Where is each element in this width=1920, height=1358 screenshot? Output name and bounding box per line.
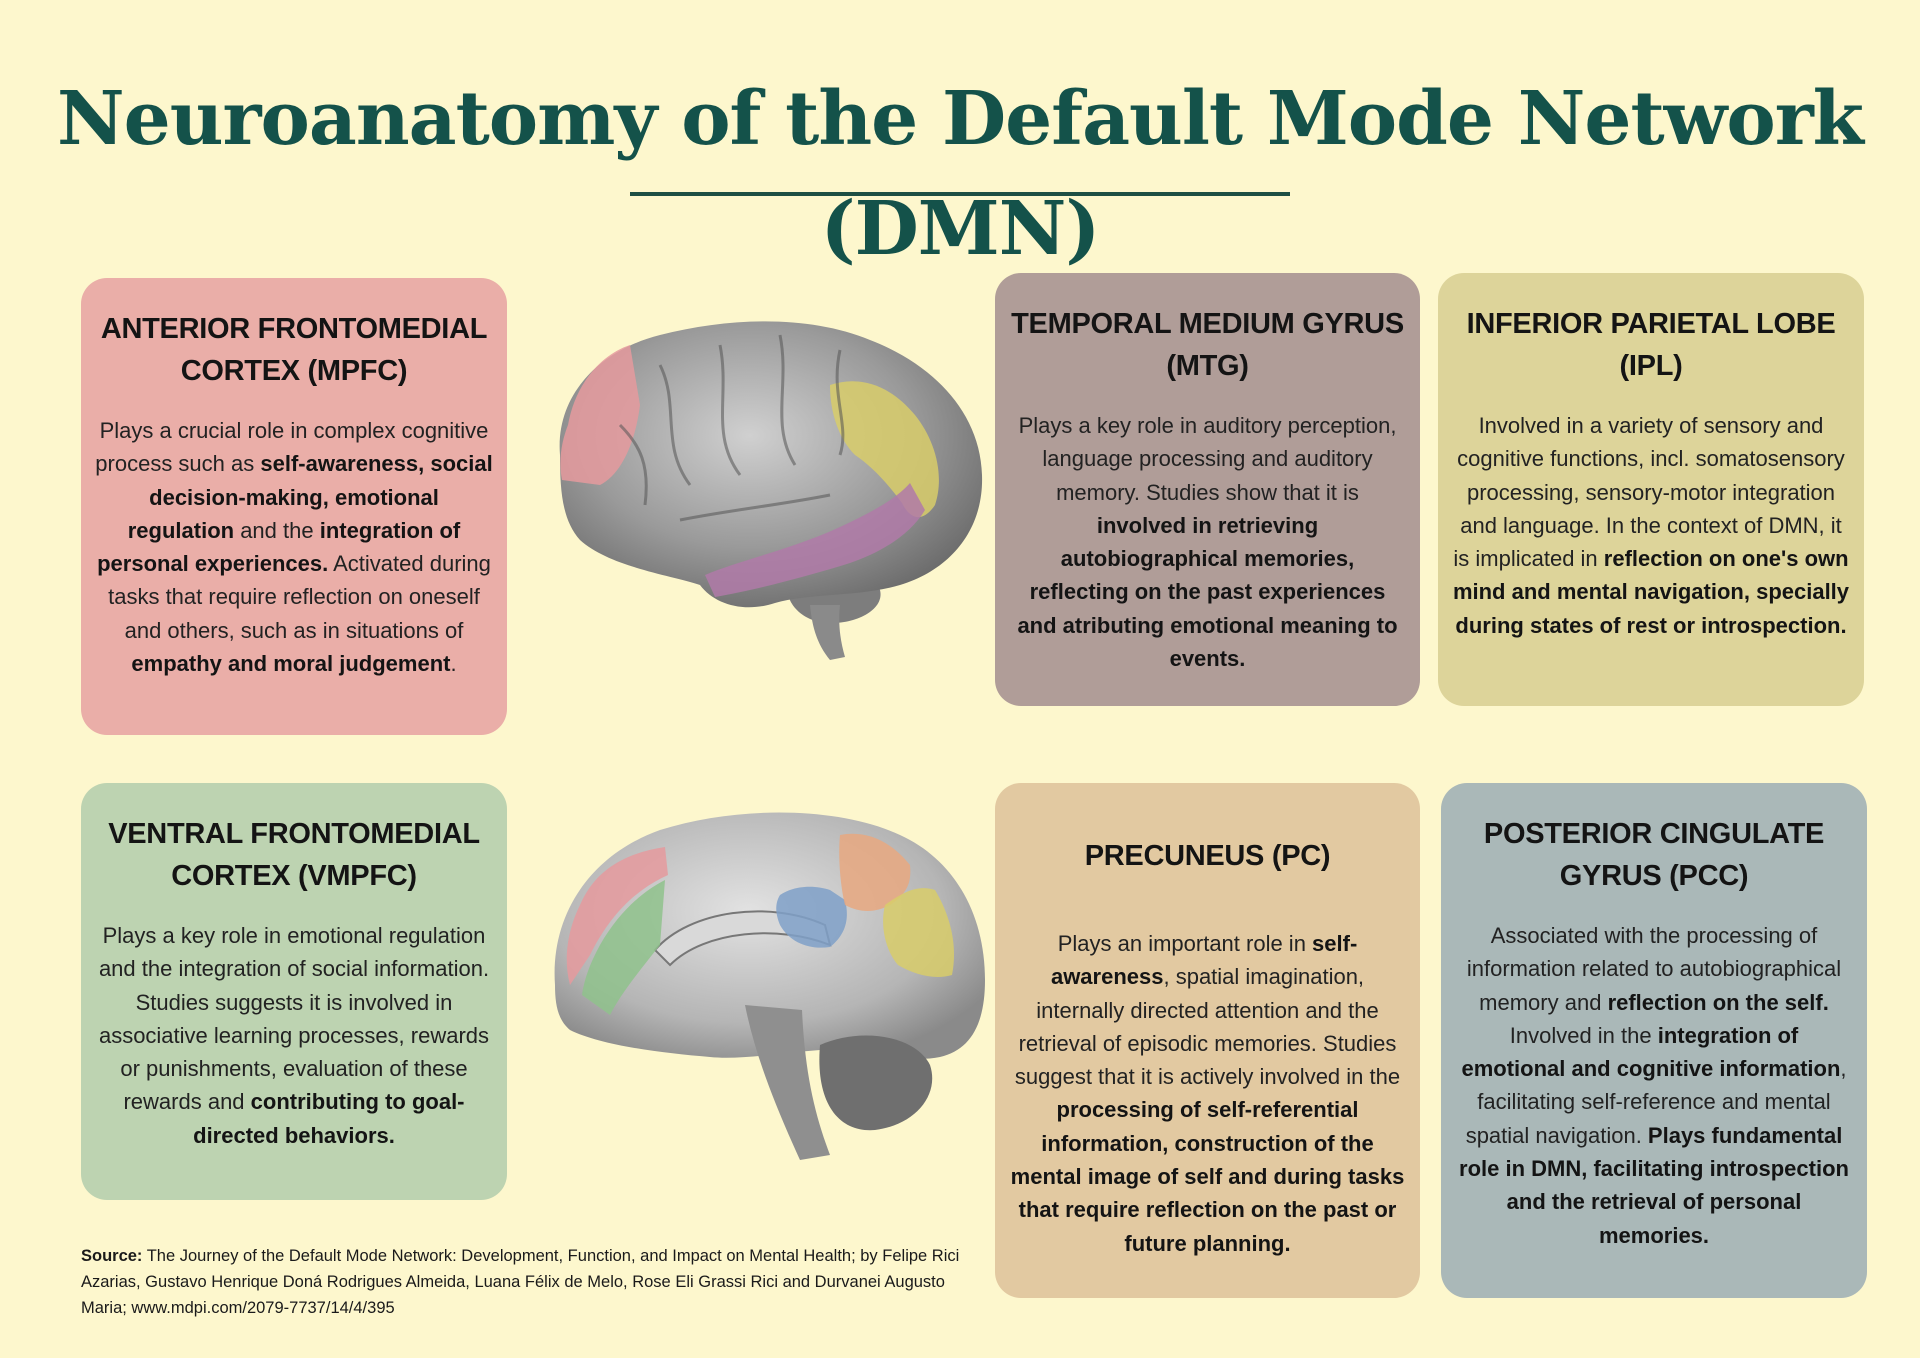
- card-body: Associated with the processing of inform…: [1455, 919, 1853, 1252]
- page-title: Neuroanatomy of the Default Mode Network…: [57, 76, 1864, 272]
- card-vmpfc: VENTRAL FRONTOMEDIAL CORTEX (VMPFC) Play…: [81, 783, 507, 1200]
- card-body: Plays a crucial role in complex cognitiv…: [95, 414, 493, 680]
- emphasis-text: reflection on the self.: [1607, 989, 1829, 1015]
- card-body: Plays a key role in emotional regulation…: [95, 919, 493, 1152]
- body-text: .: [450, 651, 457, 677]
- emphasis-text: reflection on one's own mind and mental …: [1452, 546, 1850, 638]
- card-body: Plays a key role in auditory perception,…: [1009, 409, 1406, 675]
- body-text: Plays a key role in auditory perception,…: [1018, 413, 1397, 505]
- brain-stem: [810, 605, 845, 660]
- region-ipl-lateral: [830, 381, 939, 518]
- region-vmpfc-medial: [582, 880, 665, 1015]
- card-pcc: POSTERIOR CINGULATE GYRUS (PCC) Associat…: [1441, 783, 1867, 1298]
- body-text: , facilitating self-reference and mental…: [1465, 1056, 1847, 1148]
- region-pc-medial: [839, 833, 911, 911]
- region-mtg-lateral: [705, 483, 925, 597]
- body-text: Plays a key role in emotional regulation…: [98, 923, 490, 1115]
- source-text: The Journey of the Default Mode Network:…: [81, 1247, 960, 1317]
- card-ipl: INFERIOR PARIETAL LOBE (IPL) Involved in…: [1438, 273, 1864, 706]
- emphasis-text: integration of emotional and cognitive i…: [1461, 1022, 1841, 1082]
- body-text: Plays an important role in: [1057, 931, 1313, 956]
- card-title: PRECUNEUS (PC): [1084, 840, 1331, 872]
- body-text: Plays a crucial role in complex cognitiv…: [95, 418, 489, 477]
- emphasis-text: contributing to goal-directed behaviors.: [193, 1089, 465, 1148]
- emphasis-text: integration of personal experiences.: [97, 517, 461, 577]
- title-divider: [630, 192, 1290, 196]
- body-text: and the: [234, 517, 320, 543]
- brain-cerebellum: [819, 1035, 933, 1131]
- card-body: Involved in a variety of sensory and cog…: [1452, 409, 1850, 642]
- region-ipl-medial: [883, 888, 955, 977]
- emphasis-text: empathy and moral judgement: [131, 651, 451, 677]
- source-citation: Source: The Journey of the Default Mode …: [81, 1243, 961, 1321]
- emphasis-text: Plays fundamental role in DMN, facilitat…: [1459, 1122, 1849, 1248]
- card-title: VENTRAL FRONTOMEDIAL CORTEX (VMPFC): [108, 818, 480, 892]
- body-text: Involved in the: [1509, 1022, 1658, 1048]
- emphasis-text: processing of self-referential informati…: [1010, 1097, 1405, 1256]
- brain-medial-illustration: [554, 812, 985, 1160]
- card-title: ANTERIOR FRONTOMEDIAL CORTEX (MPFC): [100, 313, 488, 387]
- emphasis-text: self-awareness, social decision-making, …: [127, 451, 493, 543]
- region-mpfc-medial: [566, 847, 668, 985]
- emphasis-text: self-awareness: [1050, 931, 1358, 990]
- card-pc: PRECUNEUS (PC) Plays an important role i…: [995, 783, 1420, 1298]
- region-mpfc-lateral: [560, 345, 640, 485]
- card-title: INFERIOR PARIETAL LOBE (IPL): [1466, 308, 1836, 382]
- card-mpfc: ANTERIOR FRONTOMEDIAL CORTEX (MPFC) Play…: [81, 278, 507, 735]
- emphasis-text: involved in retrieving autobiographical …: [1017, 512, 1398, 672]
- region-pcc-medial: [776, 886, 847, 948]
- brain-stem: [745, 1005, 830, 1160]
- card-body: Plays an important role in self-awarenes…: [1009, 927, 1406, 1260]
- body-text: , spatial imagination, internally direct…: [1014, 964, 1401, 1090]
- body-text: Activated during tasks that require refl…: [108, 551, 491, 643]
- card-title: TEMPORAL MEDIUM GYRUS (MTG): [1011, 308, 1404, 382]
- card-mtg: TEMPORAL MEDIUM GYRUS (MTG) Plays a key …: [995, 273, 1420, 706]
- body-text: Associated with the processing of inform…: [1466, 923, 1842, 1015]
- source-label: Source:: [81, 1247, 143, 1265]
- body-text: Involved in a variety of sensory and cog…: [1453, 413, 1845, 572]
- brain-lateral-illustration: [559, 321, 983, 660]
- card-title: POSTERIOR CINGULATE GYRUS (PCC): [1483, 818, 1825, 892]
